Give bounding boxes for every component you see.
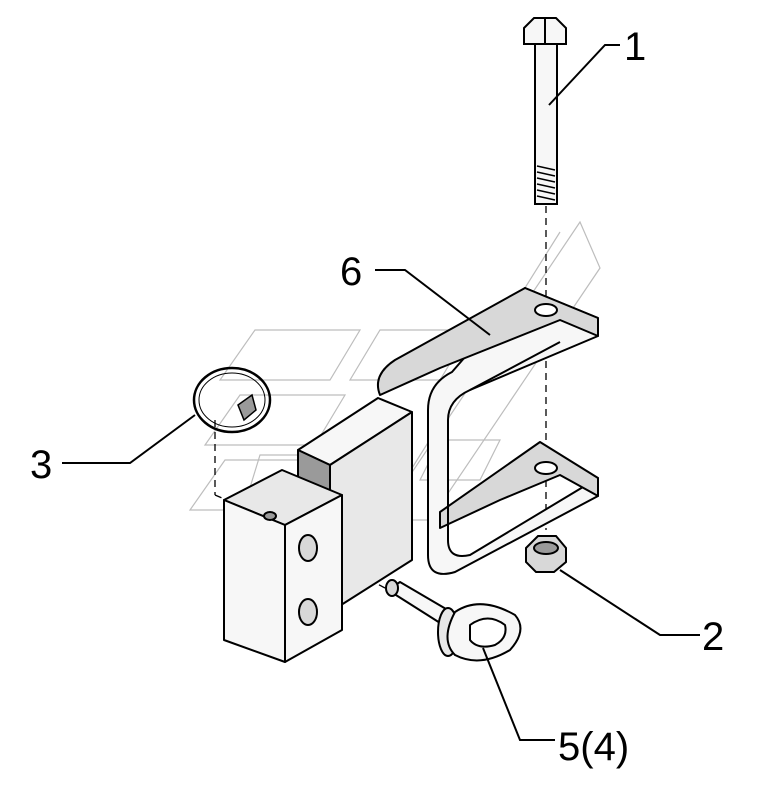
ring-outer <box>192 366 272 434</box>
callout-1: 1 <box>624 25 646 69</box>
callout-3: 3 <box>30 443 52 487</box>
callout-6: 6 <box>340 250 362 294</box>
watermark-bar <box>218 329 362 381</box>
pin-handle-opening <box>469 617 507 648</box>
leader-3 <box>62 414 196 464</box>
callout-5-4: 5(4) <box>558 725 629 769</box>
nut-hole <box>533 541 559 555</box>
leader-2 <box>559 569 700 636</box>
bracket-bottom-arm <box>439 441 599 529</box>
plate-front <box>223 499 286 663</box>
bracket <box>376 287 599 575</box>
pin-tip <box>385 579 399 597</box>
bracket-bottom-hole <box>534 461 558 475</box>
watermark-bar <box>419 439 501 481</box>
plate-side <box>284 494 343 663</box>
callout-2: 2 <box>702 615 724 659</box>
hex-nut <box>525 535 567 573</box>
ring-clip <box>237 393 257 422</box>
bracket-profile <box>427 287 599 575</box>
plate-top-hole <box>263 511 277 521</box>
bolt <box>523 17 567 205</box>
bolt-thread <box>536 165 556 201</box>
bolt-shank <box>534 43 558 205</box>
bracket-inner-edge <box>447 341 561 540</box>
hinge-plate <box>223 469 343 663</box>
ring-inner <box>198 372 266 428</box>
bracket-top-hole <box>534 303 558 317</box>
leader-5 <box>482 647 555 741</box>
leader-lines <box>62 44 700 741</box>
locking-pin <box>385 579 522 662</box>
plate-hole-upper <box>298 534 318 562</box>
plate-hole-lower <box>298 598 318 626</box>
leader-6 <box>375 269 491 336</box>
spring-ring <box>192 366 272 434</box>
leader-1 <box>548 44 620 106</box>
